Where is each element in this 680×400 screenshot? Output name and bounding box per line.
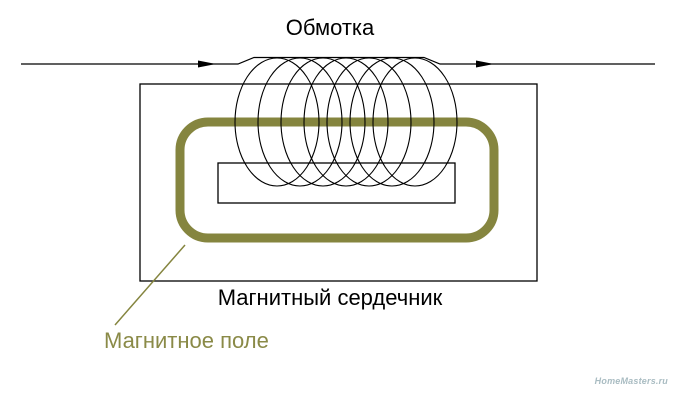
current-arrow-right-icon [476,60,494,68]
core-outline-rect [139,83,538,282]
winding-label: Обмотка [285,15,375,40]
site-watermark: HomeMasters.ru [594,376,668,386]
field-callout-line [114,244,186,326]
field-label: Магнитное поле [104,328,269,353]
core-label: Магнитный сердечник [217,285,443,310]
magnetic-field-loop [175,117,499,243]
current-arrow-left-icon [198,60,216,68]
lead-wire [21,56,655,65]
